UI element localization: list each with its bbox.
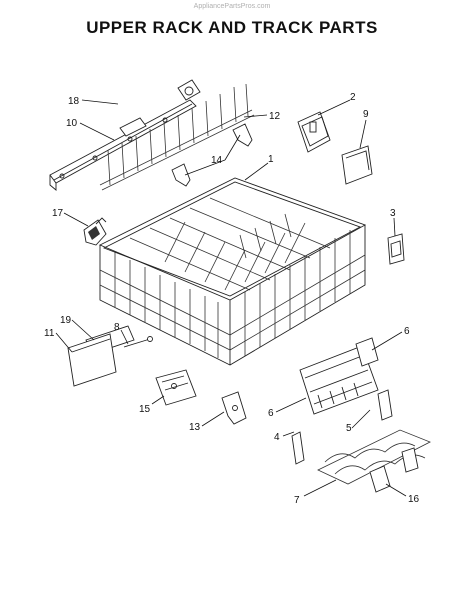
callout-10: 10 [66, 118, 78, 129]
callout-16: 16 [408, 494, 420, 505]
callout-19: 19 [60, 315, 72, 326]
callout-3: 3 [390, 208, 396, 219]
adjuster-clips [171, 123, 253, 187]
callout-5: 5 [346, 423, 352, 434]
clip-16 [369, 447, 419, 493]
callout-15: 15 [139, 404, 151, 415]
callout-17: 17 [52, 208, 64, 219]
callout-14: 14 [211, 155, 223, 166]
leader-lines [55, 99, 407, 497]
callout-4: 4 [274, 432, 280, 443]
callout-6-lower: 6 [268, 408, 274, 419]
callout-9: 9 [363, 109, 369, 120]
stop-5 [377, 389, 393, 421]
pin-8 [123, 336, 153, 348]
latch-17 [83, 217, 107, 246]
callout-6-upper: 6 [404, 326, 410, 337]
page-title: UPPER RACK AND TRACK PARTS [86, 18, 378, 37]
callout-18: 18 [68, 96, 80, 107]
handle-assembly [67, 325, 135, 387]
clip-3 [387, 233, 405, 265]
callout-11: 11 [44, 328, 55, 339]
upper-track-rail [49, 79, 201, 191]
adjuster-13 [221, 391, 247, 425]
callout-13: 13 [189, 422, 201, 433]
callout-8: 8 [114, 322, 120, 333]
tine-row [99, 83, 255, 191]
rail-assembly-6 [299, 337, 379, 415]
watermark: AppliancePartsPros.com [193, 3, 271, 10]
bracket-9 [341, 145, 373, 185]
callout-12: 12 [269, 111, 281, 122]
upper-rack-basket [98, 177, 367, 366]
callout-2: 2 [350, 92, 356, 103]
track-clip-assembly [297, 111, 331, 153]
callout-1: 1 [268, 154, 274, 165]
callout-7: 7 [294, 495, 300, 506]
stop-4 [291, 431, 305, 465]
bracket-15 [155, 369, 197, 406]
